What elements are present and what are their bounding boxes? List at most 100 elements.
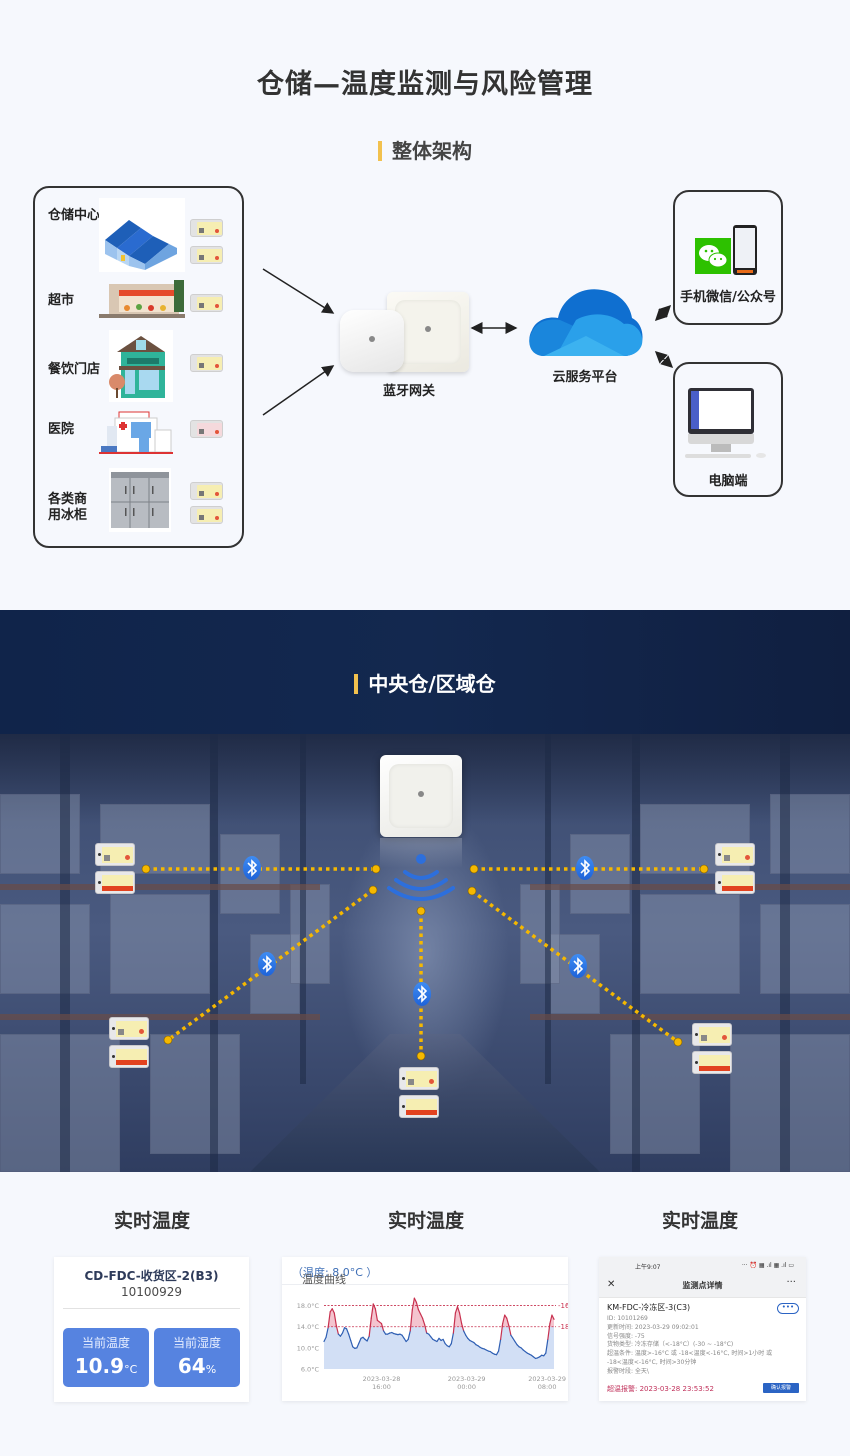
nav-title: 监测点详情 [682,1281,723,1290]
series-segment [370,1303,374,1319]
y-tick-label: 14.0°C [297,1323,320,1331]
temperature-sensor-icon [692,1023,732,1046]
status-time: 上午9:07 [635,1264,661,1271]
metric-label: 当前温度 [81,1336,130,1350]
series-segment [419,1313,424,1319]
threshold-label: -16 [558,1302,568,1310]
series-segment [463,1330,467,1336]
series-segment [436,1337,440,1343]
monitor-chin [688,434,754,444]
gateway-label: 蓝牙网关 [382,384,435,399]
threshold-label: -18 [558,1323,568,1331]
series-segment [452,1312,457,1334]
client-box-mobile: 手机微信/公众号 [673,190,783,325]
scene-label: 超市 [48,293,75,308]
series-segment [348,1333,352,1342]
detail-body: KM-FDC-冷冻区-3(C3) ID: 10101269 更新时间: 2023… [607,1302,802,1377]
series-segment [368,1317,372,1337]
monitor-point-name: KM-FDC-冷冻区-3(C3) [607,1303,691,1312]
series-segment [551,1314,555,1320]
series-segment [382,1330,387,1335]
series-segment [500,1322,504,1341]
desktop-monitor-icon [688,388,754,434]
x-tick-label: 16:00 [372,1383,391,1391]
arrow-scenes-to-gateway-top [262,268,335,314]
realtime-title-3: 实时温度 [661,1210,738,1232]
section-title-central-warehouse: 中央仓/区域仓 [0,668,850,697]
series-segment [407,1330,411,1341]
scene-label: 餐饮门店 [48,362,101,377]
warehouse-gateway-icon [380,755,462,837]
scene-warehouse-center: 仓储中心 [35,198,242,274]
area-fill [324,1298,554,1369]
temperature-sensor-icon [399,1067,439,1090]
temperature-sensor-icon [692,1051,732,1074]
series-segment [421,1317,426,1326]
series-segment [458,1312,463,1325]
series-segment [504,1314,508,1319]
x-tick-label: 2023-03-28 [363,1375,401,1383]
scene-label: 仓储中心 [48,208,101,223]
series-segment [510,1334,514,1339]
section-title-text: 整体架构 [392,139,472,163]
phone-status-bar: 上午9:07 ··· ⏰ ▦ .ıl ▦ .ıl ▭ [599,1257,806,1274]
cloud-platform-label: 云服务平台 [552,370,618,385]
temperature-unit: °C [124,1363,138,1376]
series-segment [442,1338,446,1345]
detail-line: 货物类型: 冷冻存储（<-18°C）(-30 ~ -18°C) [607,1341,734,1349]
more-icon[interactable]: ··· [786,1277,796,1288]
close-icon[interactable]: ✕ [607,1279,616,1290]
series-segment [358,1337,362,1344]
y-tick-label: 6.0°C [301,1366,320,1374]
metric-value: 64% [154,1354,240,1378]
scene-label: 医院 [48,422,75,437]
bluetooth-icon [258,952,276,976]
series-segment [341,1327,346,1334]
scene-label-line: 各类商 [48,492,88,507]
series-segment [415,1301,420,1311]
section-title-architecture: 整体架构 [0,135,850,164]
x-tick-label: 08:00 [538,1383,557,1391]
bluetooth-icon [243,856,261,880]
wechat-icon [695,238,731,274]
realtime-title-2: 实时温度 [387,1210,464,1232]
restaurant-illustration-icon [109,330,173,402]
realtime-title-1: 实时温度 [113,1210,190,1232]
temperature-chart: 6.0°C10.0°C14.0°C18.0°C-16-182023-03-281… [297,1297,568,1391]
over-threshold-fill [324,1298,554,1327]
scene-group-box: 仓储中心 超市 [33,186,244,548]
series-segment [460,1322,465,1332]
scene-hospital: 医院 [35,408,242,454]
series-segment [325,1327,329,1338]
metric-label: 当前湿度 [172,1336,221,1350]
series-segment [411,1297,415,1311]
series-segment [372,1303,376,1310]
series-segment [374,1308,378,1321]
confirm-alarm-button[interactable]: 确认报警 [763,1383,799,1393]
series-segment [450,1332,454,1345]
realtime-reading-card: CD-FDC-收货区-2(B3) 10100929 当前温度 10.9°C 当前… [54,1257,249,1402]
series-segment [401,1334,405,1339]
warehouse-illustration-icon [99,198,185,272]
supermarket-illustration-icon [99,280,185,318]
scene-label: 各类商用冰柜 [48,492,87,524]
series-segment [456,1306,461,1314]
sensor-tag-icon [190,294,223,312]
series-segment [545,1338,549,1354]
scene-supermarket: 超市 [35,280,242,326]
detail-line: 更新时间: 2023-03-29 09:02:01 [607,1323,699,1331]
client-box-desktop: 电脑端 [673,362,783,497]
detail-line: 信号强度: -75 [607,1332,645,1340]
sensor-tag-icon [190,482,223,500]
series-segment [549,1314,553,1325]
x-tick-label: 2023-03-29 [528,1375,566,1383]
series-segment [327,1311,331,1329]
hospital-illustration-icon [99,411,173,454]
section-title-text: 中央仓/区域仓 [368,672,496,696]
series-segment [424,1323,428,1334]
series-segment [335,1325,339,1335]
series-segment [547,1322,551,1341]
more-options-button[interactable]: ••• [777,1303,799,1314]
x-tick-label: 2023-03-29 [448,1375,486,1383]
